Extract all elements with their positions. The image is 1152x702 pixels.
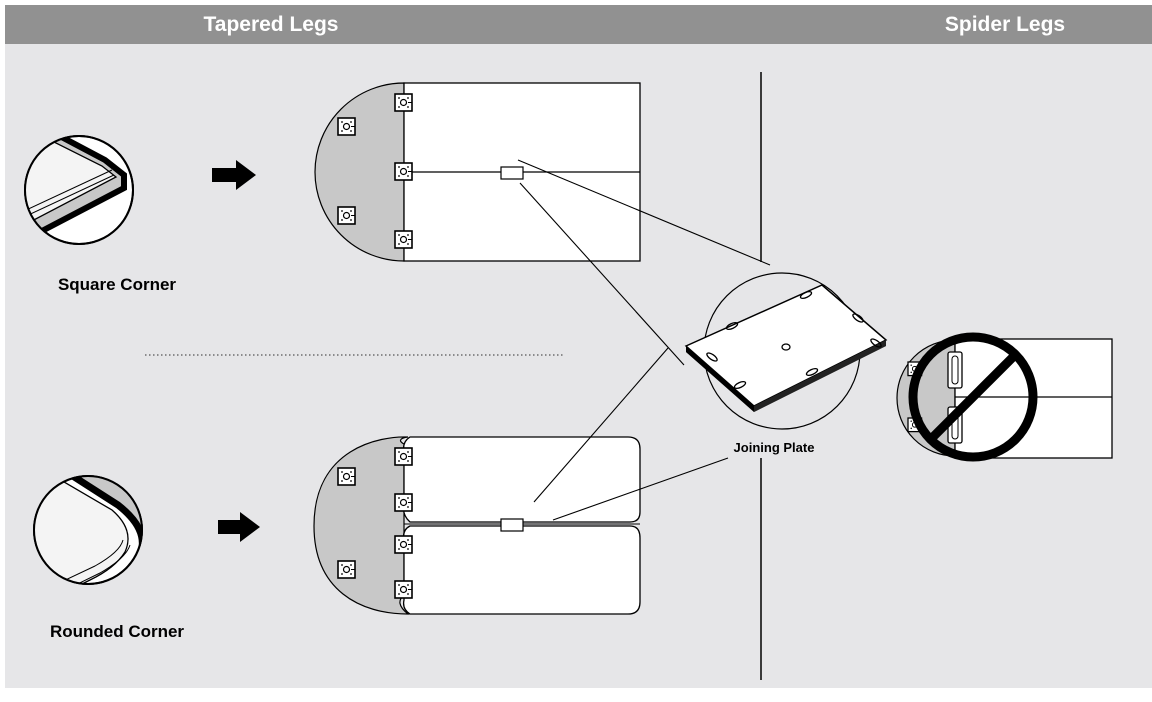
spider-legs-layout [896,332,1113,462]
joining-plate-marker [500,518,524,532]
callout-leader-lines [517,159,771,521]
square-corner-label: Square Corner [58,275,176,294]
arrow-icon [218,512,260,542]
leg-bracket-icon [394,580,413,599]
rounded-corner-detail [33,475,143,585]
prohibited-icon [908,332,1038,462]
spider-legs-title: Spider Legs [944,13,1066,36]
leg-bracket-icon [394,447,413,466]
joining-plate-callout [684,272,888,430]
spider-bracket [947,351,963,389]
rounded-table-layout [313,436,641,615]
arrow-icon [212,160,256,190]
leg-bracket-icon [394,93,413,112]
joining-plate-label: Joining Plate [734,440,815,455]
square-corner-detail [24,135,134,245]
square-table-layout [314,82,641,262]
leg-bracket-icon [337,467,356,486]
leg-bracket-icon [337,206,356,225]
leg-bracket-icon [394,535,413,554]
joining-plate-marker [500,166,524,180]
leg-bracket-icon [337,560,356,579]
leg-bracket-icon [394,230,413,249]
leg-bracket-icon [394,162,413,181]
header-bar: Tapered Legs Spider Legs [5,5,1152,44]
leg-bracket-icon [337,117,356,136]
rounded-corner-label: Rounded Corner [50,622,184,641]
tapered-legs-title: Tapered Legs [203,13,339,36]
leg-bracket-icon [394,493,413,512]
